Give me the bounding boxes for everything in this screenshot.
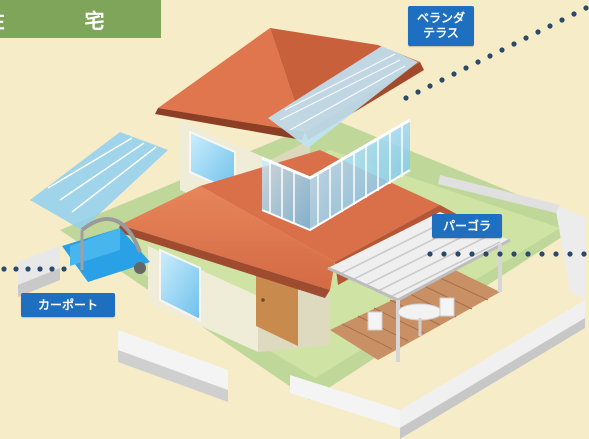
veranda-label-line1: ベランダ bbox=[416, 11, 465, 25]
fence-walls bbox=[18, 175, 585, 439]
pergola-label: パーゴラ bbox=[432, 214, 502, 238]
page-title-badge: 住 宅 bbox=[0, 0, 161, 38]
leader-dots bbox=[1, 5, 589, 272]
veranda-terrace-icon bbox=[261, 46, 418, 232]
carport-icon bbox=[30, 132, 168, 282]
page-title: 住 宅 bbox=[0, 8, 135, 33]
veranda-terrace-label: ベランダ テラス bbox=[408, 6, 474, 46]
veranda-label-line2: テラス bbox=[423, 26, 459, 40]
carport-label: カーポート bbox=[21, 293, 115, 317]
